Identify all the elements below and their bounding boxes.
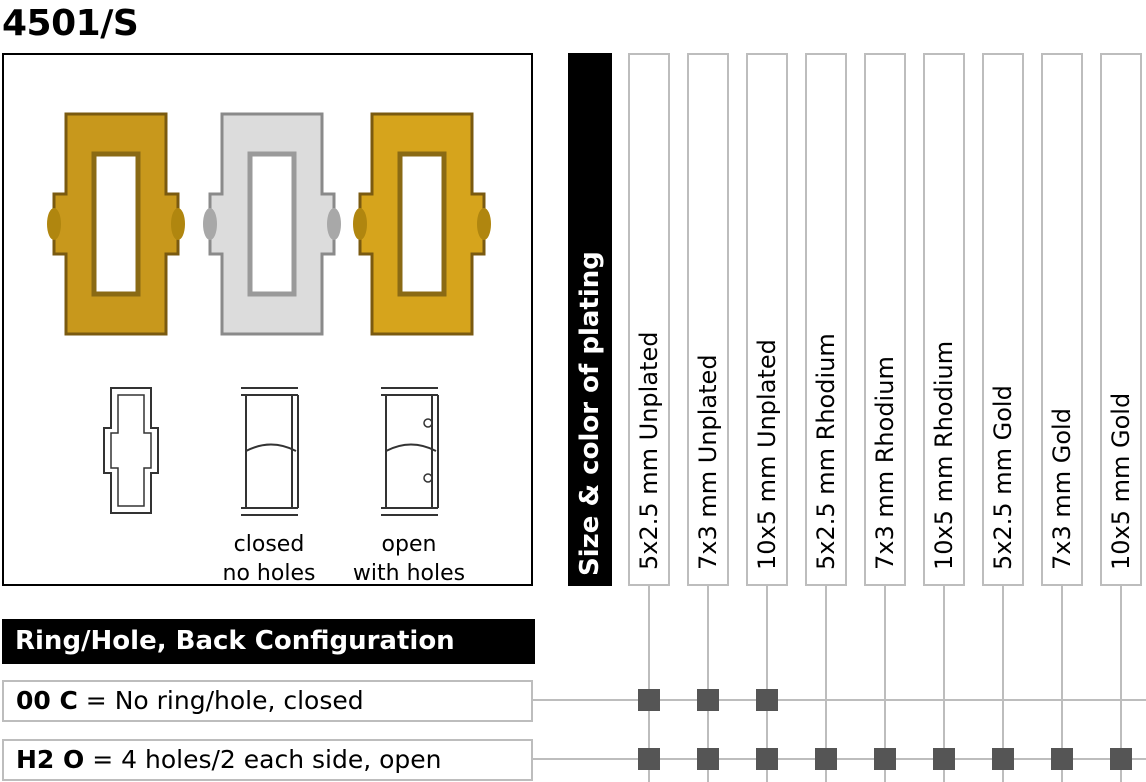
availability-marker [638,748,660,770]
availability-marker [697,689,719,711]
config-description: = 4 holes/2 each side, open [92,745,442,774]
gold-setting-photo [46,99,186,349]
column-header: 10x5 mm Unplated [746,53,788,586]
column-label: 7x3 mm Rhodium [871,356,899,570]
config-row-00c: 00 C = No ring/hole, closed [2,680,533,722]
gold-setting-image [47,112,185,336]
column-label: 5x2.5 mm Gold [989,385,1017,570]
size-color-header-label: Size & color of plating [575,251,605,576]
product-title: 4501/S [2,3,139,44]
availability-marker [756,689,778,711]
column-label: 10x5 mm Unplated [753,339,781,570]
gold-setting-photo-2 [352,99,492,349]
availability-marker [933,748,955,770]
config-code: H2 O [16,745,85,774]
configuration-header: Ring/Hole, Back Configuration [2,619,535,664]
config-row-h2o: H2 O = 4 holes/2 each side, open [2,739,533,781]
column-label: 7x3 mm Unplated [694,354,722,570]
closed-side-drawing [236,383,306,518]
silver-setting-image [203,112,341,336]
availability-marker [992,748,1014,770]
product-image-panel: closed no holes open with holes [2,53,533,586]
availability-marker [756,748,778,770]
open-caption-line1: open [381,532,437,557]
column-label: 7x3 mm Gold [1048,408,1076,570]
availability-marker [638,689,660,711]
column-header: 10x5 mm Rhodium [923,53,965,586]
column-header: 5x2.5 mm Gold [982,53,1024,586]
silver-setting-photo [202,99,342,349]
config-description: = No ring/hole, closed [85,686,364,715]
column-header: 7x3 mm Unplated [687,53,729,586]
closed-caption-line2: no holes [222,561,316,586]
open-caption-line2: with holes [352,561,466,586]
column-label: 10x5 mm Gold [1107,392,1135,570]
closed-caption-line1: closed [233,532,305,557]
top-view-drawing [96,383,166,518]
availability-marker [1051,748,1073,770]
availability-marker [815,748,837,770]
column-label: 5x2.5 mm Rhodium [812,333,840,570]
column-header: 10x5 mm Gold [1100,53,1142,586]
open-side-drawing [376,383,446,518]
gold-setting-image-2 [353,112,491,336]
size-color-header: Size & color of plating [568,53,612,586]
config-code: 00 C [16,686,78,715]
open-caption: open with holes [344,530,474,588]
closed-caption: closed no holes [204,530,334,588]
column-header: 5x2.5 mm Unplated [628,53,670,586]
availability-marker [697,748,719,770]
column-label: 10x5 mm Rhodium [930,340,958,570]
column-header: 5x2.5 mm Rhodium [805,53,847,586]
availability-marker [874,748,896,770]
column-header: 7x3 mm Rhodium [864,53,906,586]
availability-marker [1110,748,1132,770]
column-header: 7x3 mm Gold [1041,53,1083,586]
column-label: 5x2.5 mm Unplated [635,331,663,570]
